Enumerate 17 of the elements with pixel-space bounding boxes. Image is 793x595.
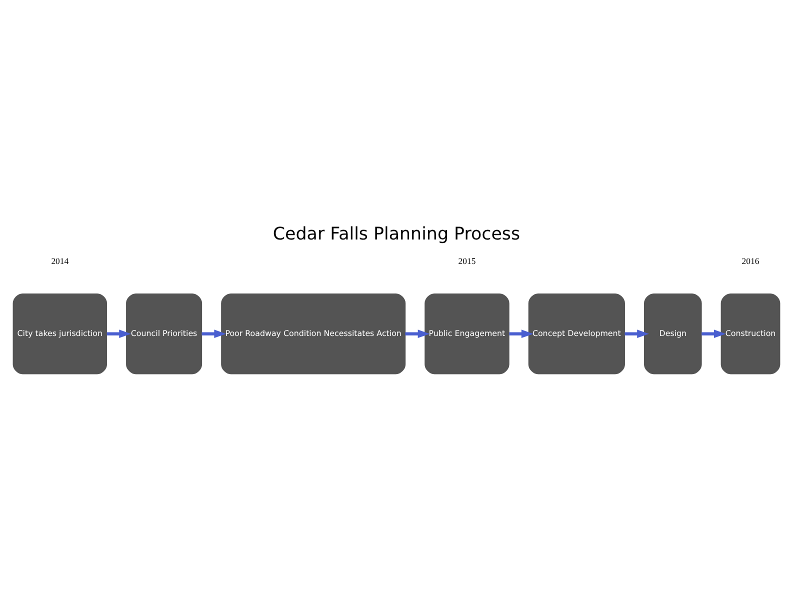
- label: 2014: [51, 255, 69, 266]
- diagram-title: Cedar Falls Planning Process: [272, 224, 520, 244]
- node-box: Design: [644, 292, 702, 374]
- arrow: [702, 329, 726, 338]
- arrow: [106, 329, 132, 338]
- node-box: Construction: [720, 292, 780, 374]
- node-box: Public Engagement: [424, 292, 510, 374]
- arrow: [202, 329, 226, 338]
- node-box: Council Priorities: [126, 292, 202, 374]
- node-box: City takes jurisdiction: [12, 292, 108, 374]
- label: 2015: [458, 255, 476, 266]
- node-box: Concept Development: [528, 292, 625, 374]
- arrow: [509, 329, 534, 338]
- node-box: Poor Roadway Condition Necessitates Action: [221, 292, 406, 374]
- arrow: [405, 329, 430, 338]
- arrow: [624, 329, 650, 338]
- label: 2016: [742, 255, 760, 266]
